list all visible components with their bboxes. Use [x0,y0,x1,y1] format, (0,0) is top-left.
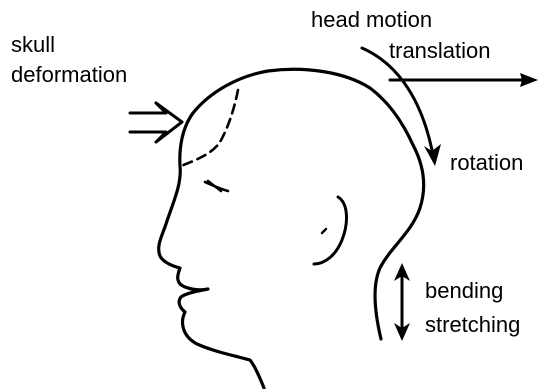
head-motion-label: head motion [311,8,432,32]
translation-label: translation [389,39,491,63]
skull-label-line1: skull [11,33,55,57]
stretching-label: stretching [425,313,520,337]
double-arrow-right-icon [130,103,182,142]
rotation-label: rotation [450,151,523,175]
curved-arrow-icon [362,48,441,166]
skull-label-line2: deformation [11,63,127,87]
double-headed-arrow-icon [394,263,410,341]
skull-dashed-line [181,90,238,166]
arrow-right-icon [390,73,538,87]
bending-label: bending [425,279,503,303]
head-profile-icon [159,69,424,388]
